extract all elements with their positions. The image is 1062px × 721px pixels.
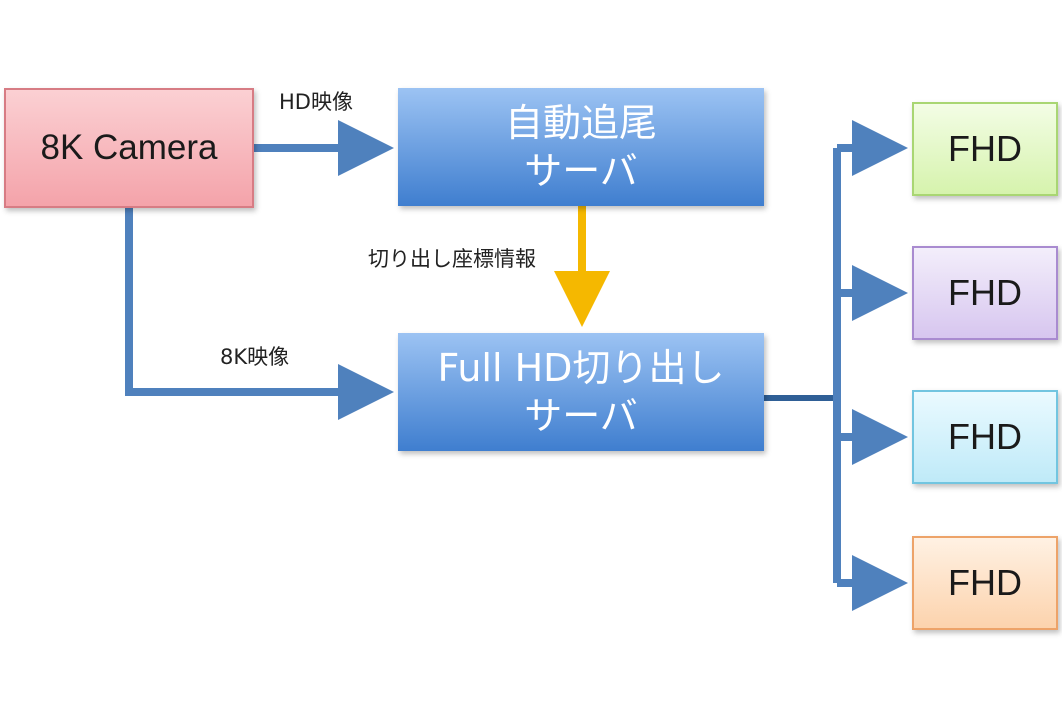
fhd-output-4: FHD [912,536,1058,630]
edge-label-crop-coords: 切り出し座標情報 [368,247,536,271]
fhd-output-3: FHD [912,390,1058,484]
edge-label-hd-video: HD映像 [279,90,353,114]
camera-node: 8K Camera [4,88,254,208]
fhd-output-label: FHD [948,562,1022,603]
crop-server-node: Full HD切り出し サーバ [398,333,764,451]
tracking-server-line1: 自動追尾 [504,101,657,145]
edge-label-8k-video: 8K映像 [220,345,290,369]
fhd-output-2: FHD [912,246,1058,340]
fhd-output-label: FHD [948,416,1022,457]
crop-server-line2: サーバ [524,394,638,438]
tracking-server-line2: サーバ [524,149,638,193]
crop-server-line1: Full HD切り出し [437,346,725,390]
fhd-output-label: FHD [948,128,1022,169]
arrow-camera-to-crop [125,208,394,420]
tracking-server-node: 自動追尾 サーバ [398,88,764,206]
camera-label: 8K Camera [40,128,218,167]
fhd-output-label: FHD [948,272,1022,313]
fhd-output-1: FHD [912,102,1058,196]
